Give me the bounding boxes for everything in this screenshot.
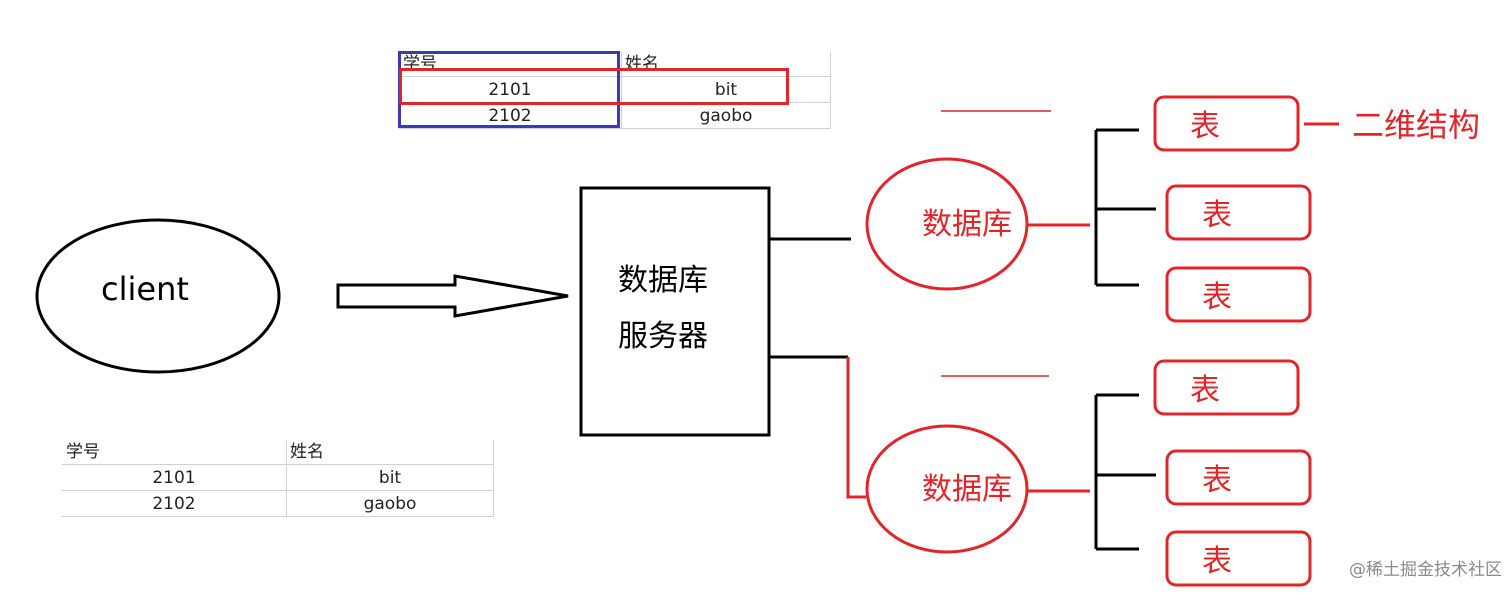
table-label-bottom-2: 表 xyxy=(1202,463,1232,498)
table-box-bottom-1 xyxy=(1153,359,1300,416)
table-label-top-1: 表 xyxy=(1190,109,1220,144)
database-label-bottom: 数据库 xyxy=(922,472,1012,507)
table-box-top-2 xyxy=(1165,184,1312,241)
table-label-bottom-1: 表 xyxy=(1190,373,1220,408)
sheet-bottom-header-name: 姓名 xyxy=(290,442,324,462)
sheet-top: 学号 姓名 2101 bit 2102 gaobo xyxy=(398,51,831,130)
table-box-bottom-2 xyxy=(1165,449,1312,506)
watermark: @稀土掘金技术社区 xyxy=(1349,560,1502,580)
sheet-bottom-header-row: 学号 姓名 xyxy=(62,440,494,465)
table-row: 2102 gaobo xyxy=(62,492,494,517)
table-row: 2102 gaobo xyxy=(399,104,831,129)
red-connector-bottom xyxy=(846,357,866,499)
sheet-top-cell-name: bit xyxy=(714,80,738,100)
sheet-bottom-cell-id: 2101 xyxy=(152,468,196,488)
sheet-top-cell-id: 2101 xyxy=(488,80,532,100)
table-box-bottom-3 xyxy=(1165,530,1312,587)
database-label-top: 数据库 xyxy=(922,207,1012,242)
structure-label: 二维结构 xyxy=(1352,106,1480,144)
database-ellipse-bottom xyxy=(865,424,1029,554)
sheet-top-cell-name: gaobo xyxy=(699,106,753,126)
row-highlight-box xyxy=(399,68,789,105)
table-row: 2101 bit xyxy=(62,466,494,491)
server-label-line1: 数据库 xyxy=(618,263,708,298)
server-box xyxy=(579,186,771,437)
server-label-line2: 服务器 xyxy=(618,319,708,354)
sheet-bottom-cell-name: gaobo xyxy=(363,494,417,514)
table-box-top-1 xyxy=(1153,95,1300,152)
table-row: 2101 bit xyxy=(399,78,831,103)
table-label-top-3: 表 xyxy=(1202,280,1232,315)
sheet-top-cell-id: 2102 xyxy=(488,106,532,126)
request-arrow xyxy=(336,274,569,318)
client-ellipse xyxy=(35,218,281,374)
table-box-top-3 xyxy=(1165,266,1312,323)
sheet-bottom-header-id: 学号 xyxy=(66,442,100,462)
table-label-bottom-3: 表 xyxy=(1202,544,1232,579)
sheet-bottom-cell-id: 2102 xyxy=(152,494,196,514)
client-label: client xyxy=(101,270,189,308)
sheet-bottom: 学号 姓名 2101 bit 2102 gaobo xyxy=(62,440,494,518)
table-label-top-2: 表 xyxy=(1202,198,1232,233)
sheet-bottom-cell-name: bit xyxy=(378,468,402,488)
